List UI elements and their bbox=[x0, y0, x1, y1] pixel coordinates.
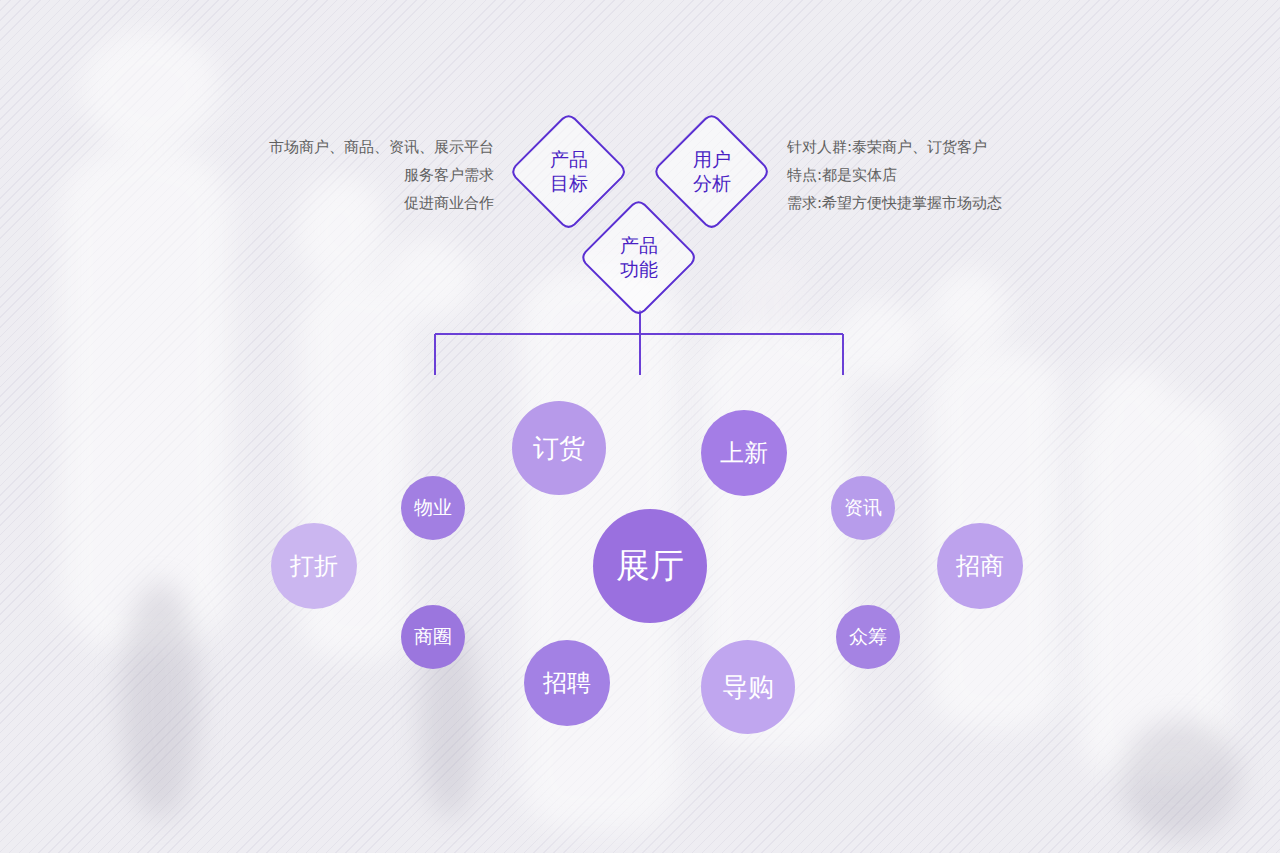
function-circle: 资讯 bbox=[831, 476, 895, 540]
circle-label: 订货 bbox=[533, 431, 585, 466]
circle-label: 导购 bbox=[722, 670, 774, 705]
circle-label: 物业 bbox=[414, 495, 452, 521]
topic-diamond: 产品 目标 bbox=[511, 114, 626, 229]
topic-diamond: 用户 分析 bbox=[654, 114, 769, 229]
description-text: 促进商业合作 bbox=[404, 196, 494, 211]
diamond-label: 产品 功能 bbox=[617, 234, 661, 282]
function-circle: 物业 bbox=[401, 476, 465, 540]
function-circle: 招聘 bbox=[524, 640, 610, 726]
circle-label: 招商 bbox=[956, 550, 1004, 582]
circle-label: 资讯 bbox=[844, 495, 882, 521]
function-circle: 上新 bbox=[701, 410, 787, 496]
circle-label: 商圈 bbox=[414, 624, 452, 650]
function-circle: 订货 bbox=[512, 401, 606, 495]
diamond-label: 产品 目标 bbox=[547, 148, 591, 196]
description-text: 针对人群:泰荣商户、订货客户 bbox=[787, 140, 987, 155]
function-circle: 众筹 bbox=[836, 605, 900, 669]
topic-diamond: 产品 功能 bbox=[581, 200, 696, 315]
function-circle: 展厅 bbox=[593, 509, 707, 623]
circle-label: 众筹 bbox=[849, 624, 887, 650]
description-text: 特点:都是实体店 bbox=[787, 168, 897, 183]
function-circle: 导购 bbox=[701, 640, 795, 734]
function-circle: 商圈 bbox=[401, 605, 465, 669]
function-circle: 打折 bbox=[271, 523, 357, 609]
description-text: 服务客户需求 bbox=[404, 168, 494, 183]
diamond-label: 用户 分析 bbox=[690, 148, 734, 196]
function-circle: 招商 bbox=[937, 523, 1023, 609]
circle-label: 招聘 bbox=[543, 667, 591, 699]
circle-label: 展厅 bbox=[616, 543, 684, 589]
circle-label: 打折 bbox=[290, 550, 338, 582]
description-text: 需求:希望方便快捷掌握市场动态 bbox=[787, 196, 1002, 211]
circle-label: 上新 bbox=[720, 437, 768, 469]
description-text: 市场商户、商品、资讯、展示平台 bbox=[269, 140, 494, 155]
